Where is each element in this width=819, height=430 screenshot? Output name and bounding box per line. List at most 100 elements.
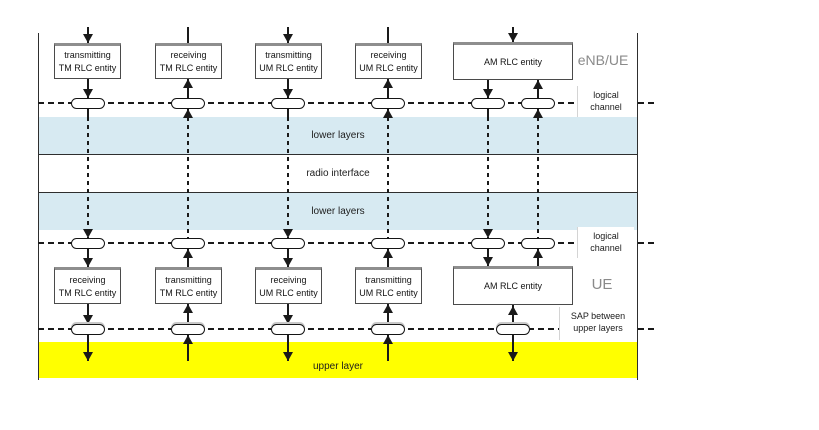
logical-channel-oval [171,98,205,109]
arrowhead-up [183,109,193,118]
arrowhead-up [383,79,393,88]
arrowhead-down [83,315,93,324]
diagram-left-border [38,33,39,380]
arrowhead-down [283,89,293,98]
entity-box-receiving-um-enb: receiving UM RLC entity [355,43,422,79]
entity-label: receiving [69,274,106,285]
logical-channel-label-line: channel [590,102,622,112]
arrowhead-down [283,315,293,324]
flow-line [487,108,489,117]
entity-label: receiving [170,50,207,60]
sap-oval [271,324,305,335]
arrowhead-down [283,352,293,361]
arrowhead-up [533,249,543,258]
flow-line-dashed [537,117,539,238]
arrowhead-up [383,109,393,118]
entity-label: TM RLC entity [58,63,117,73]
sap-label-line: SAP between [570,311,626,321]
entity-label: transmitting [265,50,312,60]
row-label-ue: UE [591,276,613,293]
entity-box-transmitting-um-enb: transmitting UM RLC entity [255,43,322,79]
sap-oval [171,324,205,335]
arrowhead-up [183,335,193,344]
lower-layers-band-ue: lower layers [39,193,637,230]
sap-label: SAP between upper layers [559,307,636,340]
arrowhead-up [383,249,393,258]
logical-channel-oval [371,238,405,249]
arrowhead-up [508,306,518,315]
entity-box-transmitting-tm-ue: transmitting TM RLC entity [155,267,222,304]
arrowhead-down [83,258,93,267]
entity-box-receiving-tm-enb: receiving TM RLC entity [155,43,222,79]
arrowhead-down [483,229,493,238]
arrowhead-down [483,257,493,266]
entity-box-am-enb: AM RLC entity [453,42,573,80]
arrowhead-up [533,109,543,118]
flow-line [187,335,189,361]
flow-line [87,79,89,98]
upper-layer-band: upper layer [39,342,637,378]
flow-line-dashed [87,117,89,238]
logical-channel-oval [271,98,305,109]
flow-line [287,108,289,117]
arrowhead-down [283,258,293,267]
arrowhead-down [83,34,93,43]
entity-box-transmitting-um-ue: transmitting UM RLC entity [355,267,422,304]
logical-channel-label-line: logical [593,90,619,100]
flow-line [87,108,89,117]
logical-channel-oval [521,238,555,249]
radio-interface-bottom-border [38,192,638,193]
logical-channel-oval [471,98,505,109]
flow-line [287,79,289,98]
flow-line [537,80,539,98]
logical-channel-oval [521,98,555,109]
logical-channel-oval [171,238,205,249]
logical-channel-oval [371,98,405,109]
entity-label: TM RLC entity [159,287,218,298]
diagram-right-border [637,33,638,380]
flow-line [387,304,389,324]
arrowhead-up [183,79,193,88]
flow-line [387,249,389,267]
flow-line [87,304,89,324]
radio-interface-top-border [38,154,638,155]
sap-line-ue [38,328,657,330]
entity-box-receiving-tm-ue: receiving TM RLC entity [54,267,121,304]
entity-label: transmitting [165,274,212,285]
arrowhead-down [283,34,293,43]
flow-line-dashed [287,117,289,238]
entity-label: receiving [270,274,307,285]
arrowhead-down [83,89,93,98]
entity-box-receiving-um-ue: receiving UM RLC entity [255,267,322,304]
flow-line [187,249,189,267]
arrowhead-down [283,229,293,238]
logical-channel-line-enb [38,102,657,104]
sap-label-line: upper layers [573,323,623,333]
arrowhead-up [183,249,193,258]
entity-label: AM RLC entity [483,56,543,67]
lower-layers-band-enb: lower layers [39,117,637,154]
logical-channel-oval [471,238,505,249]
entity-box-am-ue: AM RLC entity [453,266,573,305]
sap-oval [496,324,530,335]
flow-line [387,79,389,98]
arrowhead-up [533,80,543,89]
arrowhead-up [383,335,393,344]
arrowhead-down [483,89,493,98]
arrowhead-up [183,304,193,313]
flow-line [187,27,189,43]
entity-label: UM RLC entity [259,287,318,298]
entity-label: UM RLC entity [359,287,418,298]
arrowhead-down [83,229,93,238]
arrowhead-down [83,352,93,361]
logical-channel-label-enb: logical channel [577,86,634,117]
entity-label: UM RLC entity [359,63,418,73]
flow-line-dashed [387,117,389,238]
entity-label: TM RLC entity [58,287,117,298]
arrowhead-up [383,304,393,313]
entity-label: transmitting [64,50,111,60]
row-label-enb-ue: eNB/UE [577,52,629,68]
flow-line [287,335,289,361]
sap-oval [371,324,405,335]
flow-line [187,304,189,324]
